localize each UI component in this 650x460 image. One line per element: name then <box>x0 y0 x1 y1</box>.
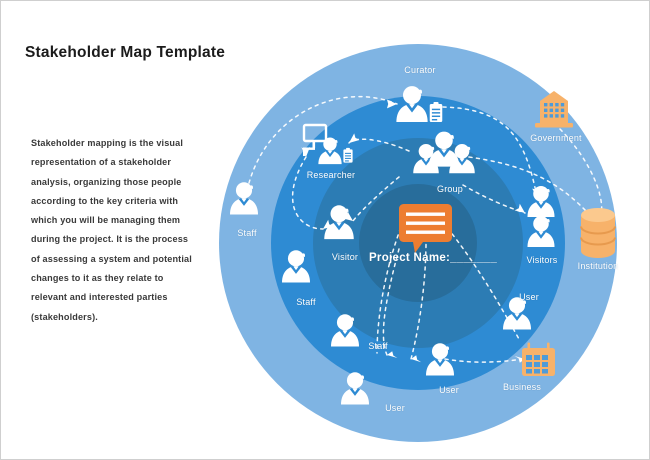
curator-clipboard-icon <box>429 102 443 123</box>
speech-bubble-icon <box>399 204 452 253</box>
node-label-institution: Institution <box>577 261 619 271</box>
node-label-staff-left: Staff <box>237 228 257 238</box>
node-label-visitors: Visitors <box>526 255 558 265</box>
node-label-user-right: User <box>519 292 539 302</box>
node-label-researcher: Researcher <box>306 170 356 180</box>
node-label-staff-bottom: Staff <box>368 341 388 351</box>
researcher-monitor-icon <box>302 123 328 156</box>
node-label-visitor: Visitor <box>331 252 359 262</box>
page-title: Stakeholder Map Template <box>25 44 226 61</box>
node-label-government: Government <box>530 133 582 143</box>
node-label-group: Group <box>436 184 464 194</box>
node-label-user-left: User <box>385 403 405 413</box>
institution-icon <box>580 208 616 258</box>
node-label-user-bottom: User <box>439 385 459 395</box>
node-label-business: Business <box>502 382 542 392</box>
business-icon <box>522 342 555 376</box>
description-paragraph: Stakeholder mapping is the visual repres… <box>31 138 192 322</box>
project-name-label: Project Name:_______ <box>368 252 498 264</box>
government-icon <box>535 91 573 128</box>
node-label-curator: Curator <box>404 65 436 75</box>
node-label-staff-mid: Staff <box>296 297 316 307</box>
researcher-clipboard-icon <box>343 147 353 163</box>
